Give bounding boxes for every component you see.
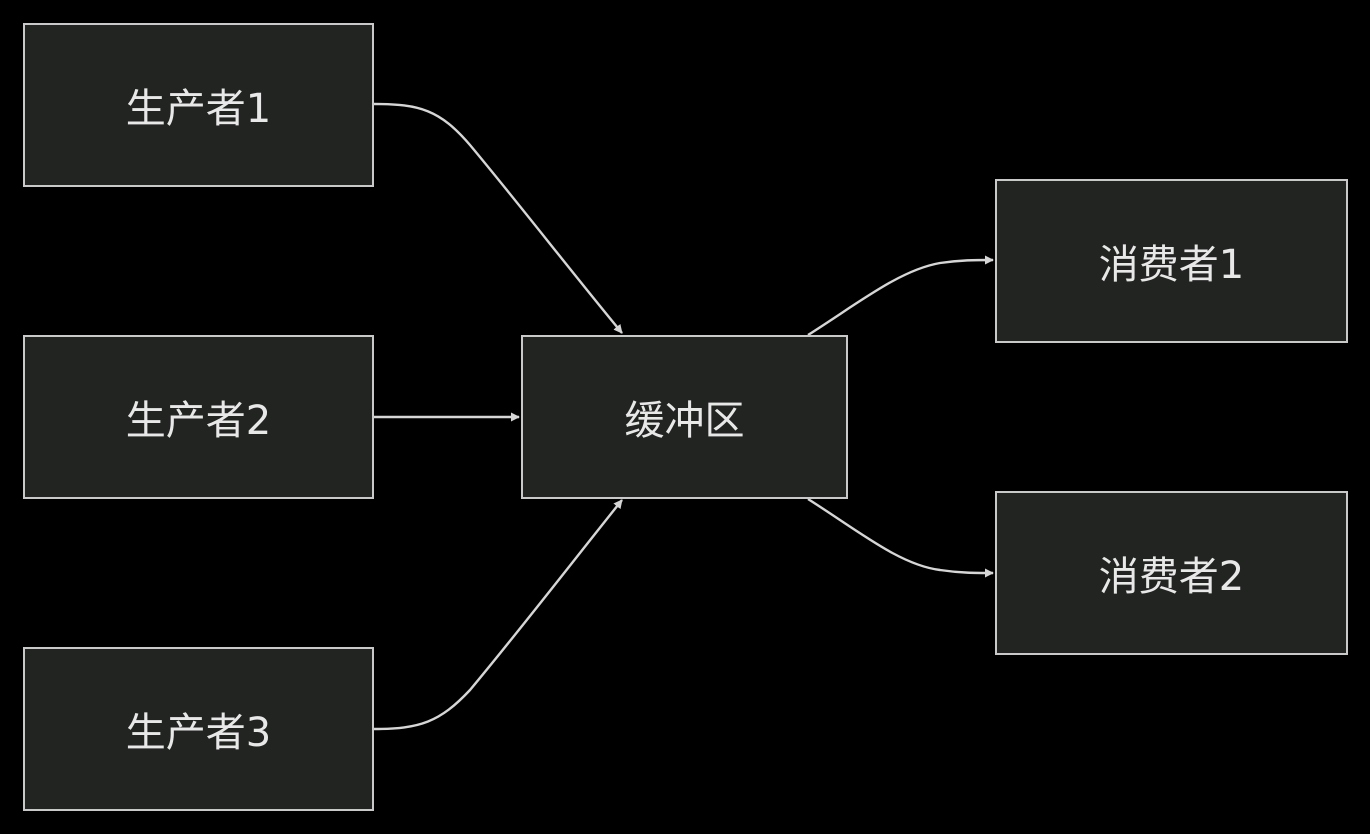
edge-buffer-to-consumer1 <box>807 255 994 337</box>
consumer-2-node: 消费者2 <box>995 491 1348 655</box>
consumer-1-node: 消费者1 <box>995 179 1348 343</box>
producer-1-label: 生产者1 <box>125 86 272 132</box>
edge-producer3-to-buffer <box>373 499 623 731</box>
edge-buffer-to-consumer2 <box>807 497 994 578</box>
producer-2-node: 生产者2 <box>23 335 374 499</box>
producer-1-node: 生产者1 <box>23 23 374 187</box>
consumer-2-label: 消费者2 <box>1098 554 1245 600</box>
producer-2-label: 生产者2 <box>125 398 272 444</box>
consumer-1-label: 消费者1 <box>1098 242 1245 288</box>
producer-3-label: 生产者3 <box>125 710 272 756</box>
buffer-label: 缓冲区 <box>624 398 745 444</box>
buffer-node: 缓冲区 <box>521 335 848 499</box>
edge-producer1-to-buffer <box>373 102 623 334</box>
producer-3-node: 生产者3 <box>23 647 374 811</box>
